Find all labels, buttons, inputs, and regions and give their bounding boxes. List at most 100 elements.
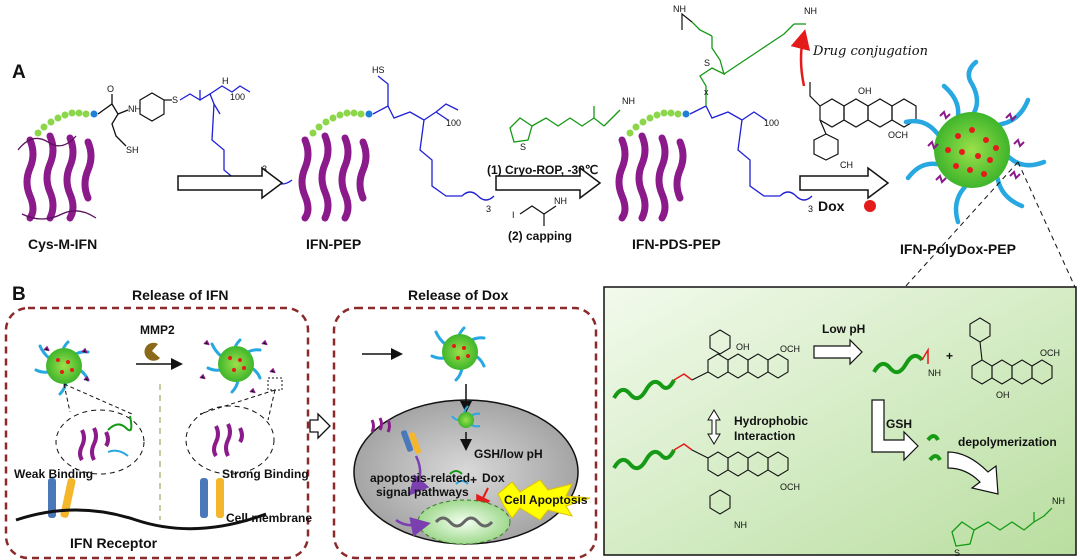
micelle-ifn-polydox-pep bbox=[903, 59, 1047, 225]
chem-sh-1: SH bbox=[126, 145, 139, 155]
hydrophobic-arrow bbox=[707, 409, 721, 445]
release-ifn-box bbox=[4, 306, 310, 560]
label-ifn-polydox-pep: IFN-PolyDox-PEP bbox=[900, 241, 1016, 257]
polymer-fragments bbox=[926, 434, 942, 462]
chem-s-1: S bbox=[172, 95, 178, 105]
strong-binding-label: Strong Binding bbox=[222, 467, 309, 481]
chem-nh2-capping: NH bbox=[554, 196, 567, 206]
chem-i: I bbox=[512, 210, 515, 220]
inset-plus: + bbox=[946, 349, 953, 363]
chem-s-3: S bbox=[704, 58, 710, 68]
chem-ch3-dox-a: CH bbox=[840, 160, 853, 170]
chem-nh2-1: NH bbox=[128, 104, 141, 114]
chem-oh-inset1: OH bbox=[736, 342, 750, 352]
gsh-low-ph-label: GSH/low pH bbox=[474, 447, 543, 461]
hydrophobic-line1: Hydrophobic bbox=[734, 414, 808, 428]
mmp2-enzyme-icon bbox=[144, 342, 160, 361]
protein-cys-m-ifn bbox=[17, 132, 97, 222]
box-connector-arrow bbox=[309, 412, 331, 440]
micelle-small-2 bbox=[199, 338, 283, 394]
plus-b: + bbox=[470, 473, 477, 487]
chem-oh-free: OH bbox=[996, 390, 1010, 400]
protein-ifn-pep: HS 100 3 bbox=[298, 65, 495, 222]
release-dox-box bbox=[332, 306, 598, 560]
chem-sub100-2: 100 bbox=[446, 118, 461, 128]
chem-nh2-reagent: NH bbox=[622, 96, 635, 106]
lipoic-hydrazide-reagent bbox=[509, 106, 621, 143]
step2-text: (2) capping bbox=[508, 229, 572, 243]
label-cys-m-ifn: Cys-M-IFN bbox=[28, 236, 97, 252]
protein-ifn-pds-pep: 100 3 NH S x NH bbox=[615, 4, 817, 222]
micelle-small-3 bbox=[430, 326, 486, 382]
dox-label-b: Dox bbox=[482, 471, 505, 485]
low-ph-label: Low pH bbox=[822, 322, 865, 336]
chem-nh2-3: NH bbox=[673, 4, 686, 14]
release-ifn-title: Release of IFN bbox=[132, 287, 228, 303]
cell-membrane-label: Cell membrane bbox=[226, 511, 312, 525]
dox-label-a: Dox bbox=[818, 198, 845, 214]
chem-nh2-product: NH bbox=[1052, 496, 1065, 506]
chem-sub100-1: 100 bbox=[230, 92, 245, 102]
chem-nh2-hydrazide: NH bbox=[804, 6, 817, 16]
polymer-chain-2 bbox=[612, 449, 676, 471]
chem-nh2-released: NH bbox=[928, 368, 941, 378]
reaction-arrow-2 bbox=[495, 166, 602, 200]
depolymerization-label: depolymerization bbox=[958, 435, 1057, 449]
reaction-arrow-3 bbox=[799, 166, 890, 200]
chem-sub100-3: 100 bbox=[764, 118, 779, 128]
reaction-arrow-1 bbox=[177, 166, 284, 200]
chem-o-1: O bbox=[107, 84, 114, 94]
chem-och3-inset2: OCH bbox=[780, 482, 800, 492]
step1-text: (1) Cryo-ROP, -30℃ bbox=[487, 163, 598, 177]
lipoic-hydrazide-product bbox=[951, 507, 1053, 547]
ifn-receptor-icons bbox=[48, 478, 224, 518]
chem-nh2-inset2: NH bbox=[734, 520, 747, 530]
mechanism-inset-box bbox=[603, 286, 1077, 556]
micelle-in-cell bbox=[451, 405, 481, 428]
dox-dot-a bbox=[864, 200, 876, 212]
dox-structure-inset-1 bbox=[691, 329, 789, 381]
iodoacetamide-structure bbox=[519, 205, 557, 226]
doxorubicin-structure-a bbox=[809, 82, 917, 161]
label-ifn-pep: IFN-PEP bbox=[306, 236, 361, 252]
cell-membrane-line bbox=[15, 508, 267, 531]
depolymerization-arrow bbox=[947, 451, 999, 495]
chem-och3-inset1: OCH bbox=[780, 344, 800, 354]
pep-monomer-structure: S H 100 3 bbox=[139, 76, 293, 185]
polymer-chain-released bbox=[872, 353, 924, 375]
chem-s-product: S bbox=[954, 548, 960, 558]
chem-subx: x bbox=[704, 87, 709, 97]
chem-oh-dox-a: OH bbox=[858, 86, 872, 96]
cysteine-structure bbox=[97, 94, 129, 147]
weak-binding-label: Weak Binding bbox=[14, 467, 93, 481]
hydrophobic-line2: Interaction bbox=[734, 429, 795, 443]
apoptosis-pathways-line2: signal pathways bbox=[376, 485, 469, 499]
mmp2-label: MMP2 bbox=[140, 323, 175, 337]
dox-free-structure bbox=[969, 317, 1053, 385]
apoptosis-pathways-line1: apoptosis-related bbox=[370, 471, 470, 485]
release-dox-title: Release of Dox bbox=[408, 287, 509, 303]
receptor-pair-cell bbox=[400, 430, 422, 454]
micelle-small-1 bbox=[34, 340, 90, 396]
ifn-in-ellipse-2 bbox=[212, 423, 244, 458]
zoom-line-left bbox=[904, 161, 1019, 288]
ifn-receptor-label: IFN Receptor bbox=[70, 535, 158, 551]
linker-beads-1 bbox=[34, 109, 98, 137]
gsh-label: GSH bbox=[886, 417, 912, 431]
cell-apoptosis-burst bbox=[497, 479, 591, 521]
drug-conjugation-arrow bbox=[790, 29, 811, 87]
panel-b-letter: B bbox=[12, 284, 26, 305]
cell-apoptosis-label: Cell Apoptosis bbox=[504, 493, 588, 507]
chem-hs-2: HS bbox=[372, 65, 385, 75]
drug-conjugation-text: Drug conjugation bbox=[812, 44, 928, 59]
panel-a-letter: A bbox=[12, 62, 26, 83]
low-ph-arrow bbox=[813, 338, 863, 366]
ifn-near-cell bbox=[370, 417, 391, 433]
linker-green bbox=[107, 415, 133, 432]
chem-sub3-2: 3 bbox=[486, 204, 491, 214]
gsh-arrow bbox=[871, 399, 919, 462]
chem-s-reagent: S bbox=[520, 142, 526, 152]
ifn-in-ellipse-1 bbox=[78, 427, 110, 462]
dna-icon bbox=[434, 516, 494, 528]
